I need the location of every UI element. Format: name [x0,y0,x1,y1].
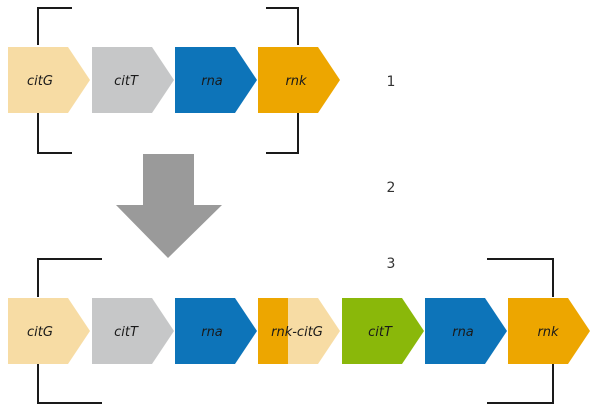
gene-label: rnk [537,325,559,340]
row2-gene-citG: citG [8,298,90,364]
gene-label: rna [201,325,223,340]
row2-gene-citT: citT [92,298,174,364]
gene-label: citT [114,74,139,89]
gene-label: rna [452,325,474,340]
gene-label: citG [27,74,53,89]
gene-arrow-shape [425,298,507,364]
row1-gene-citG: citG [8,47,90,113]
row2-right-bracket [487,258,554,404]
gene-label: citT [114,325,139,340]
gene-arrow-shape [92,298,174,364]
row2-left-bracket [37,258,102,404]
step-label-1: 1 [387,74,396,90]
step-label-3: 3 [387,256,396,272]
gene-arrow-shape [8,298,90,364]
row2-gene-rnk-citG-fusion: rnk-citG [258,298,340,364]
row1-right-bracket [266,7,299,154]
row1-gene-rnk: rnk [258,47,340,113]
row1-gene-rna: rna [175,47,257,113]
row2-gene-rnk-2: rnk [508,298,590,364]
down-arrow-icon [116,154,222,258]
gene-arrow-shape [8,47,90,113]
fusion-citG-part [288,298,340,364]
gene-arrow-shape [92,47,174,113]
row2-gene-rna: rna [175,298,257,364]
row1-gene-citT: citT [92,47,174,113]
fusion-rnk-part [258,298,288,364]
gene-label: rnk-citG [271,325,323,340]
gene-arrow-shape [342,298,424,364]
gene-arrow-shape [508,298,590,364]
step-label-2: 2 [387,180,396,196]
row2-gene-citT-green: citT [342,298,424,364]
gene-arrow-shape [175,298,257,364]
gene-arrow-shape [258,47,340,113]
gene-label: rnk [285,74,307,89]
gene-arrow-shape [175,47,257,113]
gene-label: citT [368,325,393,340]
row1-left-bracket [37,7,72,154]
row2-gene-rna-2: rna [425,298,507,364]
gene-label: citG [27,325,53,340]
gene-label: rna [201,74,223,89]
